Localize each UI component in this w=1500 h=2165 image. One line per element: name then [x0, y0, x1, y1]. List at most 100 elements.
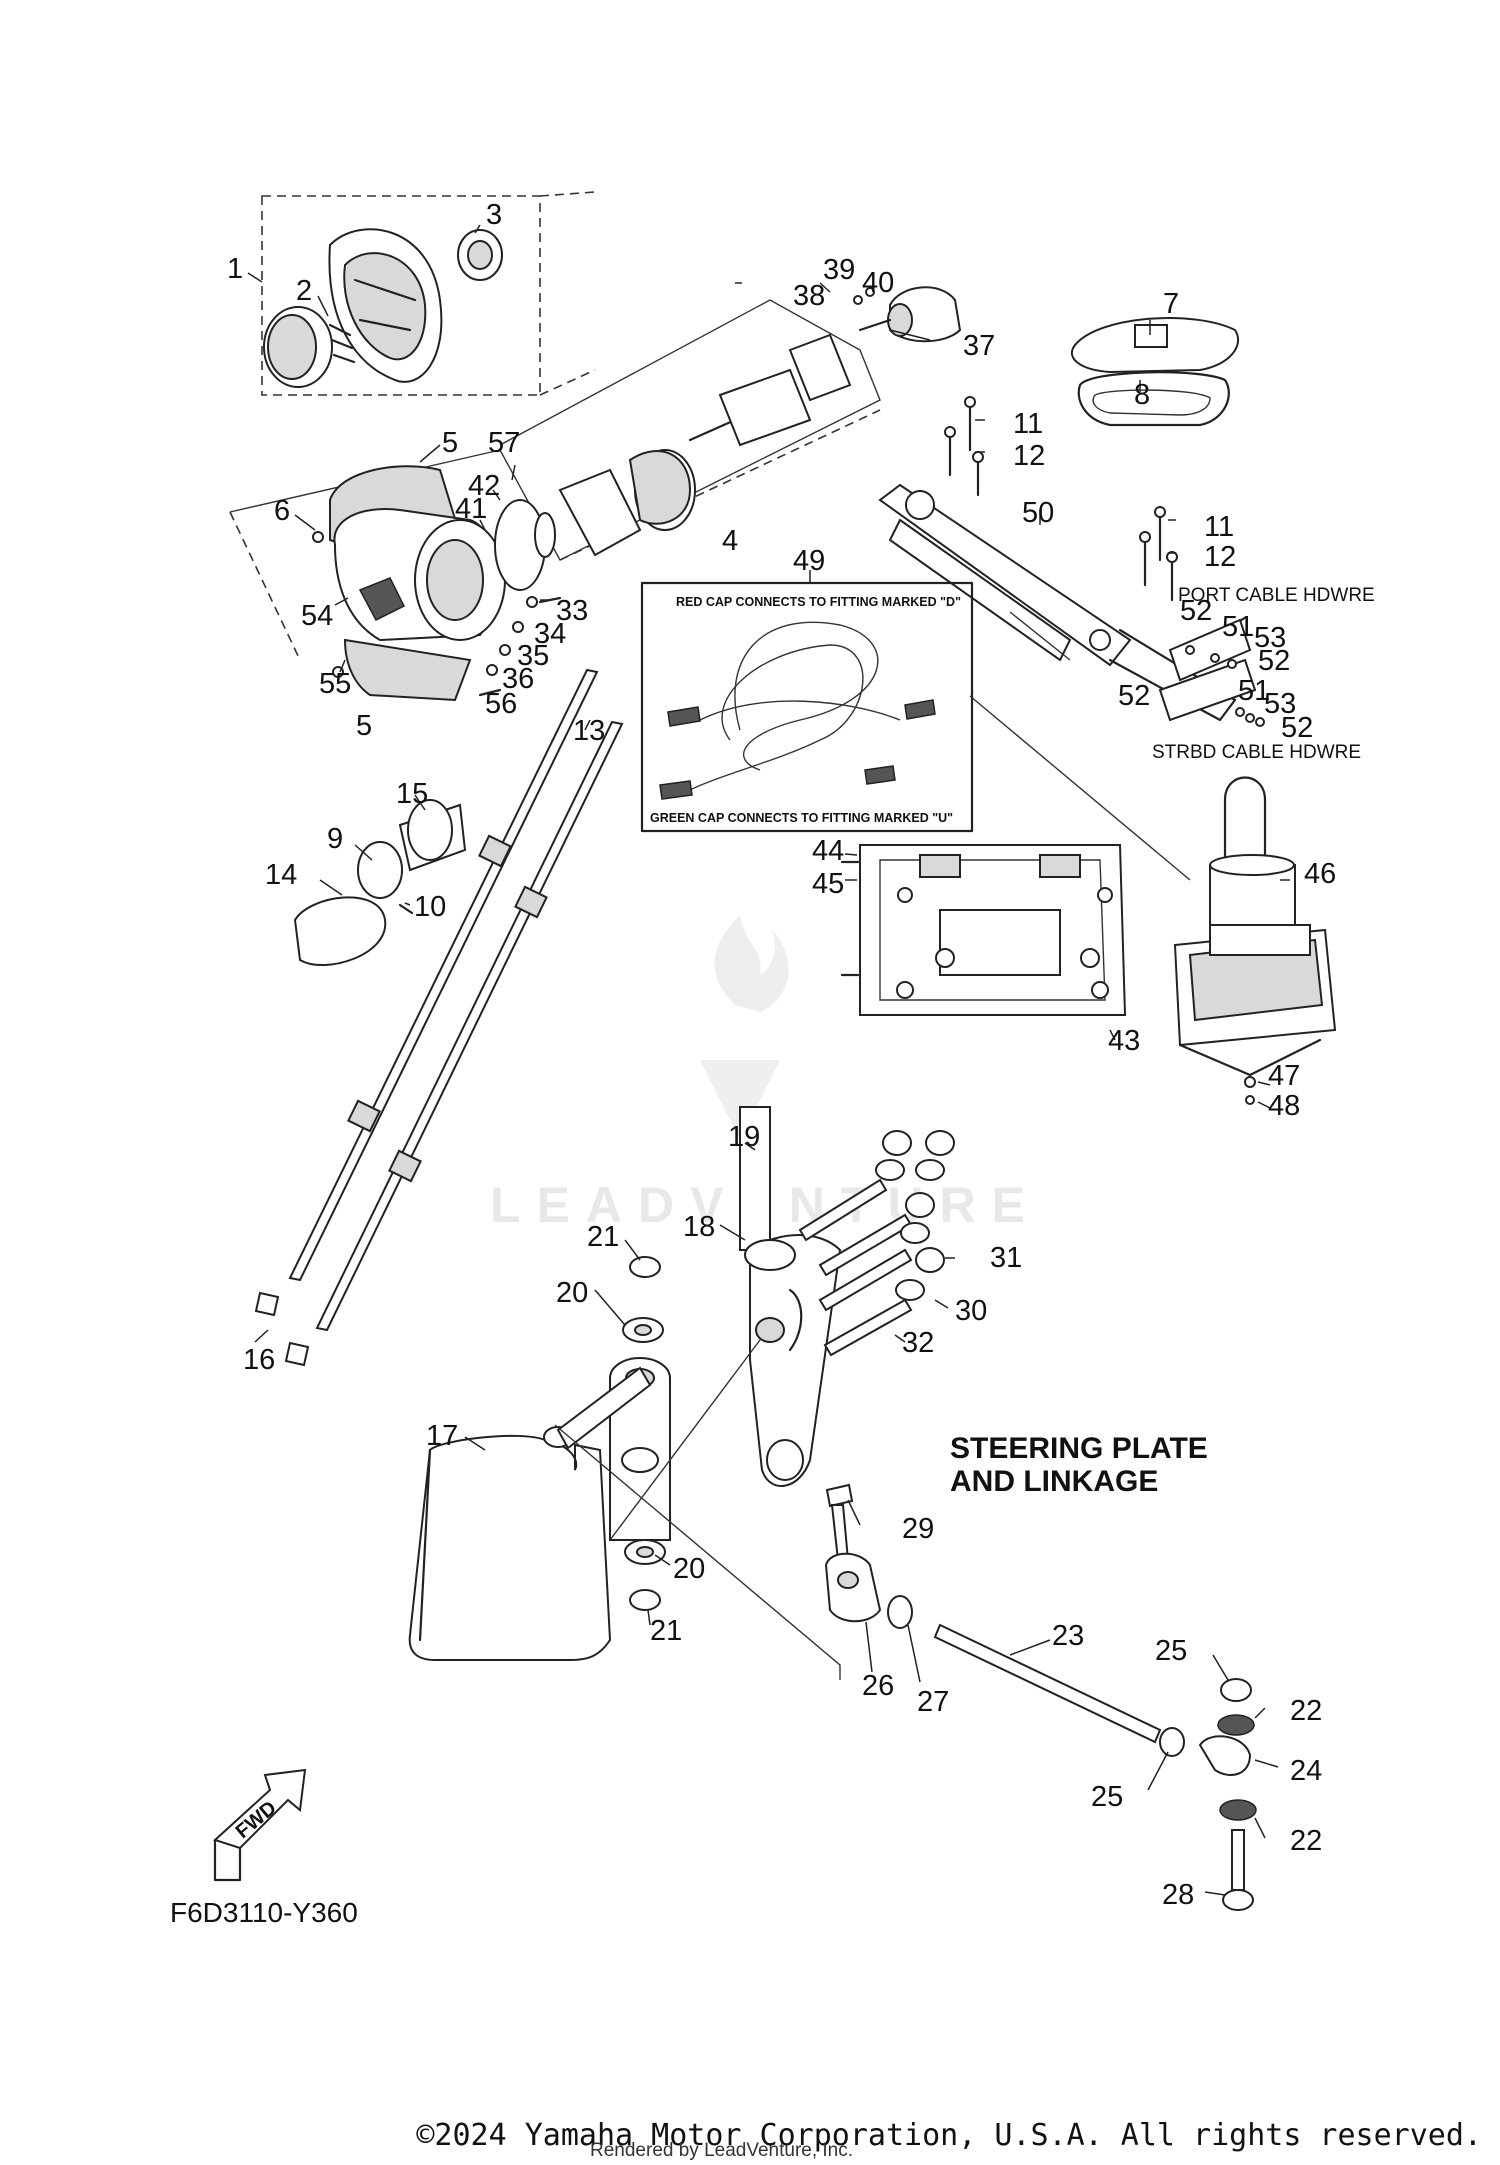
link-line-cylinder — [1009, 611, 1071, 661]
callout: 16 — [243, 1344, 275, 1376]
callout: 32 — [902, 1327, 934, 1359]
callout: 52 — [1258, 645, 1290, 677]
leader-lines — [247, 224, 1290, 1896]
diagram-code: F6D3110-Y360 — [170, 1897, 358, 1928]
callout: 12 — [1013, 440, 1045, 472]
callout: 56 — [485, 688, 517, 720]
callout: 49 — [793, 545, 825, 577]
hose-clamps-9-10-14-15 — [293, 799, 467, 966]
callout: 13 — [573, 715, 605, 747]
callout: 44 — [812, 835, 844, 867]
callout: 50 — [1022, 497, 1054, 529]
callout: 35 — [517, 640, 549, 672]
callout: 38 — [793, 280, 825, 312]
callout: 41 — [455, 493, 487, 525]
callout: 5 — [442, 427, 458, 459]
rendered-by-note: Rendered by LeadVenture, Inc. — [590, 2140, 854, 2161]
cover-plate-7-8 — [1070, 317, 1240, 427]
callout: 51 — [1222, 611, 1254, 643]
callout: 54 — [301, 600, 333, 632]
red-cap-note: RED CAP CONNECTS TO FITTING MARKED "D" — [676, 595, 961, 609]
callout: 55 — [319, 668, 351, 700]
callout: 8 — [1134, 379, 1150, 411]
linkage-rod-23 — [824, 1483, 1257, 1911]
callout: 1 — [227, 253, 243, 285]
callout: 57 — [488, 427, 520, 459]
callout: 20 — [673, 1553, 705, 1585]
link-line-hose — [969, 695, 1191, 881]
fwd-arrow-icon: FWD — [213, 1768, 307, 1882]
callout: 17 — [426, 1420, 458, 1452]
callout: 7 — [1163, 288, 1179, 320]
steering-shaft-37 — [853, 286, 962, 343]
steering-wheel-group — [261, 191, 596, 396]
helm-assembly — [229, 299, 881, 702]
callout: 43 — [1108, 1025, 1140, 1057]
callout: 2 — [296, 275, 312, 307]
callout: 10 — [414, 891, 446, 923]
port-cable-note: PORT CABLE HDWRE — [1178, 585, 1375, 606]
callout: 52 — [1281, 712, 1313, 744]
callout: 19 — [728, 1121, 760, 1153]
callout: 48 — [1268, 1090, 1300, 1122]
callout: 11 — [1204, 511, 1234, 543]
callout: 25 — [1091, 1781, 1123, 1813]
callout: 53 — [1264, 688, 1296, 720]
callout: 22 — [1290, 1825, 1322, 1857]
callout: 4 — [722, 525, 738, 557]
callout: 5 — [356, 710, 372, 742]
link-line-arm — [609, 1339, 761, 1541]
callout: 33 — [556, 595, 588, 627]
callout: 12 — [1204, 541, 1236, 573]
callout: 15 — [396, 778, 428, 810]
callout: 40 — [862, 267, 894, 299]
callout: 52 — [1118, 680, 1150, 712]
pump-46 — [1173, 776, 1337, 1105]
callout: 18 — [683, 1211, 715, 1243]
link-line-plate — [554, 1424, 841, 1680]
callout: 31 — [990, 1242, 1022, 1274]
callout: 3 — [486, 199, 502, 231]
callout: 47 — [1268, 1060, 1300, 1092]
callout: 37 — [963, 330, 995, 362]
cables-13 — [254, 668, 624, 1367]
diagram-title-line2: AND LINKAGE — [950, 1465, 1158, 1498]
callout: 22 — [1290, 1695, 1322, 1727]
hose-box-49: RED CAP CONNECTS TO FITTING MARKED "D" G… — [640, 581, 974, 833]
callout: 28 — [1162, 1879, 1194, 1911]
watermark-logo — [700, 915, 789, 1140]
callout: 21 — [650, 1615, 682, 1647]
cylinder-50 — [878, 396, 1265, 727]
diagram-title-line1: STEERING PLATE — [950, 1432, 1208, 1465]
callout: 24 — [1290, 1755, 1322, 1787]
callout: 46 — [1304, 858, 1336, 890]
callout: 14 — [265, 859, 297, 891]
steering-arm-18 — [739, 1106, 842, 1487]
callout: 45 — [812, 868, 844, 900]
green-cap-note: GREEN CAP CONNECTS TO FITTING MARKED "U" — [650, 811, 953, 825]
callout: 36 — [502, 663, 534, 695]
callout: 52 — [1180, 595, 1212, 627]
callout: 51 — [1238, 675, 1270, 707]
callout: 25 — [1155, 1635, 1187, 1667]
callout: 23 — [1052, 1620, 1084, 1652]
callout: 29 — [902, 1513, 934, 1545]
callout: 6 — [274, 495, 290, 527]
callout: 9 — [327, 823, 343, 855]
callout: 34 — [534, 618, 566, 650]
callout-labels: 1 2 3 4 5 5 6 7 8 9 10 11 11 12 12 13 14… — [227, 199, 1336, 1911]
control-unit-43 — [840, 844, 1127, 1016]
callout: 26 — [862, 1670, 894, 1702]
studs-and-nuts-30-31-32 — [798, 1130, 955, 1357]
steering-plate-17 — [408, 1256, 671, 1661]
callout: 53 — [1254, 622, 1286, 654]
callout: 42 — [468, 470, 500, 502]
callout: 21 — [587, 1221, 619, 1253]
copyright-notice: ©2024 Yamaha Motor Corporation, U.S.A. A… — [416, 2118, 1482, 2153]
callout: 11 — [1013, 408, 1043, 440]
callout: 39 — [823, 254, 855, 286]
callout: 27 — [917, 1686, 949, 1718]
strbd-cable-note: STRBD CABLE HDWRE — [1152, 742, 1361, 763]
callout: 30 — [955, 1295, 987, 1327]
